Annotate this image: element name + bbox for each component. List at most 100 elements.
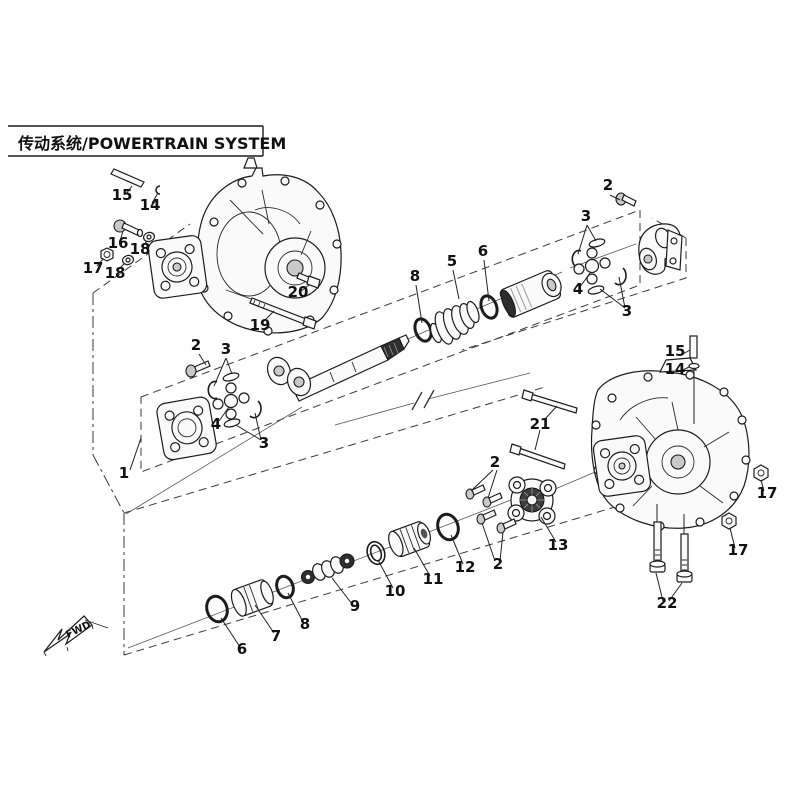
nut-17-front (100, 247, 114, 262)
splined-coupling (499, 270, 562, 318)
callout-4-front: 4 (211, 415, 221, 433)
ring-10 (366, 540, 386, 566)
spider-4-rear (573, 247, 611, 285)
hub-13-group (465, 476, 557, 534)
circlip-front-upper (207, 380, 218, 400)
bolt-16 (113, 219, 144, 238)
ring-6-bottom (205, 594, 229, 624)
shaft-splined-end (380, 334, 410, 361)
callout-9: 9 (350, 597, 360, 615)
pin-15-rear (689, 335, 698, 359)
callout-11: 11 (423, 570, 444, 588)
boundary-propshaft-box (140, 209, 641, 473)
center-break-line (334, 372, 531, 426)
boot-5 (429, 300, 480, 345)
callout-18-lower: 18 (105, 264, 126, 282)
ghost-line-bottom-group (125, 406, 303, 515)
callout-20: 20 (288, 283, 309, 301)
pin-15-front (110, 168, 145, 188)
callout-14-rear: 14 (665, 360, 686, 378)
leader-lines (96, 185, 765, 648)
callout-12: 12 (455, 558, 476, 576)
callout-5: 5 (447, 252, 457, 270)
callout-2-front: 2 (191, 336, 201, 354)
thrust-washer-rear-lower (587, 285, 605, 295)
callout-6-top: 6 (478, 242, 488, 260)
callout-2-rear: 2 (603, 176, 613, 194)
break-symbol (411, 389, 435, 411)
callout-15-front: 15 (112, 186, 133, 204)
callout-6-bottom: 6 (237, 640, 247, 658)
hub-13 (507, 476, 557, 525)
fwd-arrow (43, 615, 93, 653)
front-output-flange (147, 235, 208, 299)
breather-fitting (243, 157, 258, 169)
ring-8-bottom (275, 574, 295, 600)
clip-14-front (155, 185, 161, 195)
callout-3-front-upper: 3 (221, 340, 231, 358)
callout-2-hub-upper: 2 (490, 453, 500, 471)
callout-13: 13 (548, 536, 569, 554)
callout-15-rear: 15 (665, 342, 686, 360)
damper-shaft-9 (300, 553, 355, 585)
ring-10-inner (369, 544, 383, 562)
callout-3-front-lower: 3 (259, 434, 269, 452)
callout-14-front: 14 (140, 196, 161, 214)
rear-input-flange (592, 435, 652, 497)
callout-17-front: 17 (83, 259, 104, 277)
circlip-rear-lower (614, 267, 627, 286)
thrust-washer-front-lower (223, 418, 241, 428)
rear-housing-bolts (591, 370, 751, 531)
bolt-2-front (185, 360, 211, 378)
bolts-21 (509, 389, 578, 470)
nut-17-rear-lower (721, 512, 737, 530)
callout-2-hub-lower: 2 (493, 555, 503, 573)
callout-17-rear-upper: 17 (757, 484, 778, 502)
title-block: 传动系统/POWERTRAIN SYSTEM (8, 125, 286, 157)
bolt-2-rear (615, 192, 637, 207)
callout-18-upper: 18 (130, 240, 151, 258)
callout-16: 16 (108, 234, 129, 252)
spider-4-front (212, 382, 250, 420)
front-ujoint-group (156, 360, 262, 461)
boundary-left-top-diagonal (92, 223, 191, 294)
nut-17-rear-upper (753, 464, 769, 482)
callout-4-rear: 4 (573, 280, 583, 298)
flange-yoke-1 (156, 396, 217, 461)
washer-14-rear (688, 362, 700, 370)
boundary-left-connector (92, 454, 125, 514)
cup-7 (230, 579, 274, 617)
group-boundaries (92, 209, 687, 656)
callout-10: 10 (385, 582, 406, 600)
callout-21: 21 (530, 415, 551, 433)
slip-joint-parts-top (413, 270, 562, 345)
callout-3-rear-lower: 3 (622, 302, 632, 320)
hub-bolts-2 (465, 484, 517, 534)
small-parts (100, 168, 769, 583)
bolts-22 (649, 504, 693, 583)
propeller-shaft (266, 334, 410, 402)
boundary-bottom-box (123, 386, 649, 656)
callout-17-rear-lower: 17 (728, 541, 749, 559)
bolt-19 (249, 297, 317, 330)
front-gearbox (147, 157, 342, 336)
callout-22: 22 (657, 594, 678, 612)
shaft-left-yoke (266, 356, 312, 397)
callout-1: 1 (119, 464, 129, 482)
callout-8-bottom: 8 (300, 615, 310, 633)
thrust-washer-rear-upper (588, 238, 606, 248)
callout-7: 7 (271, 627, 281, 645)
rear-gearbox (590, 357, 751, 531)
circlip-front-lower (249, 400, 262, 419)
flange-yoke-2 (638, 223, 683, 275)
coupling-11 (388, 521, 432, 558)
callout-8-top: 8 (410, 267, 420, 285)
thrust-washer-front-upper (222, 372, 240, 382)
coupler-parts-bottom (205, 512, 460, 624)
callout-19: 19 (250, 316, 271, 334)
fwd-marker: FWD (43, 615, 109, 657)
ring-6-top (479, 294, 499, 320)
rear-ujoint-group (571, 192, 683, 295)
